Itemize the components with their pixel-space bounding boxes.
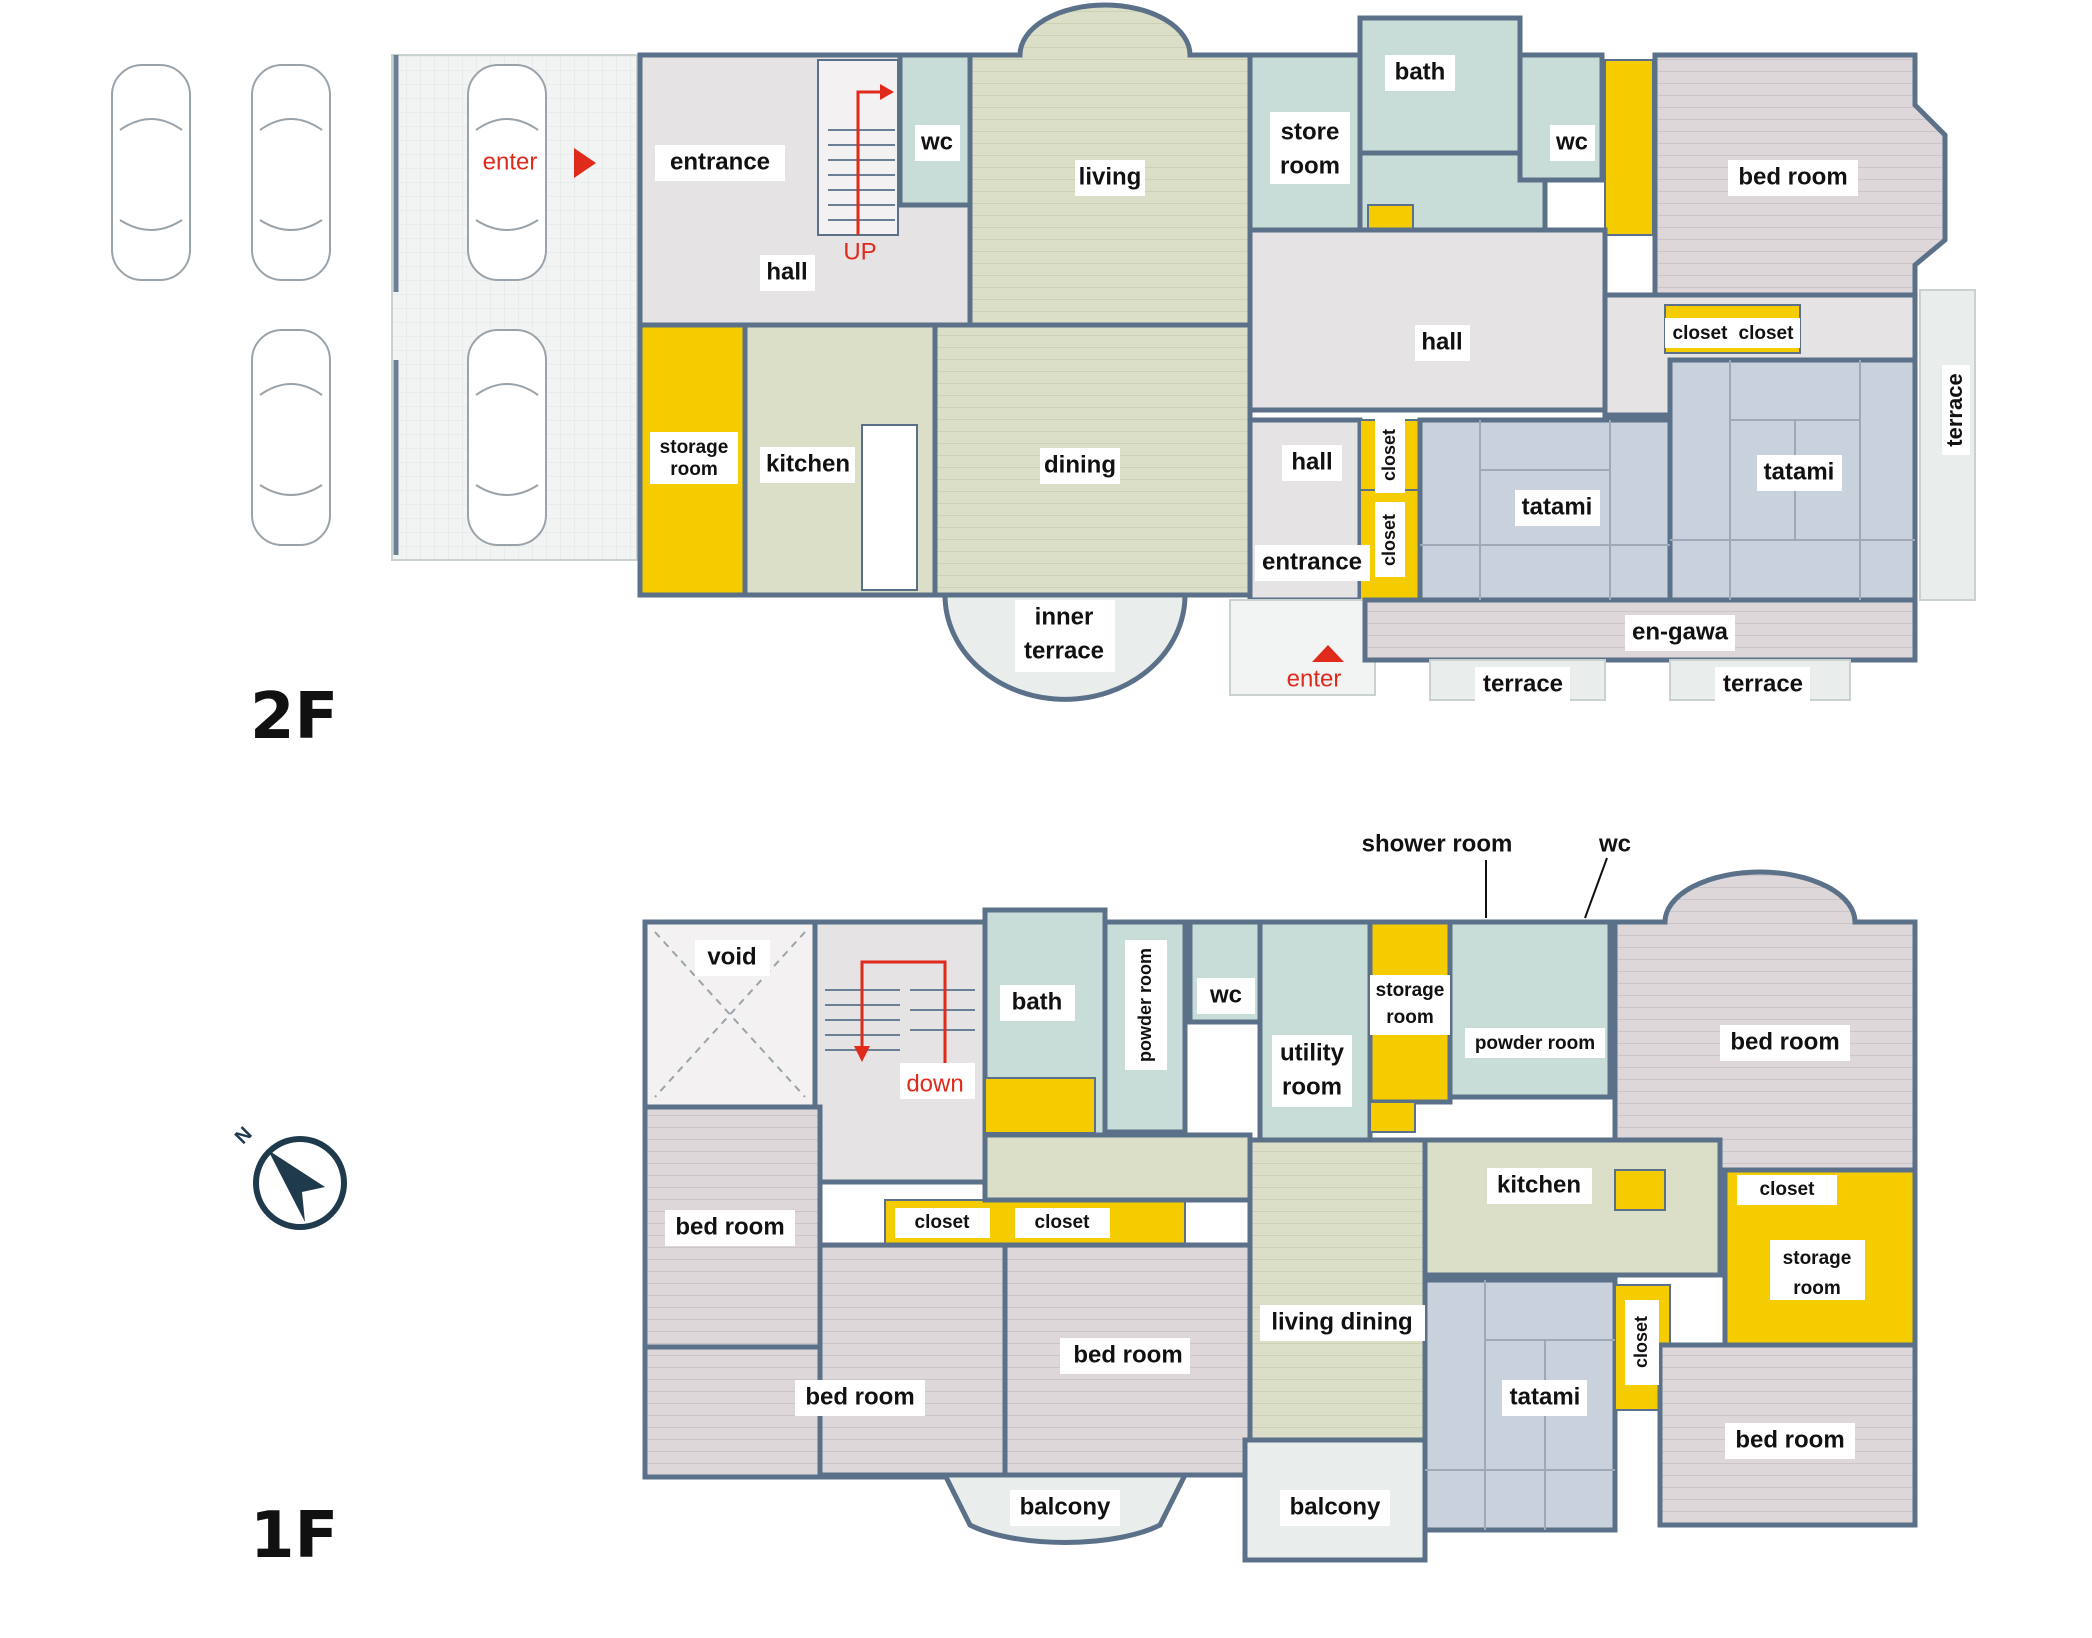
room-label-kitchen: kitchen <box>766 450 850 477</box>
room-label-tatami: tatami <box>1522 493 1593 520</box>
marker-up: UP <box>843 238 876 265</box>
enter-arrow-icon <box>1312 645 1344 662</box>
room-label-tatami: tatami <box>1510 1383 1581 1410</box>
compass-north-label: N <box>231 1123 257 1149</box>
room-label-closet: closet <box>1760 1179 1816 1200</box>
room-label-storage-room: room <box>670 459 718 480</box>
room-label-balcony: balcony <box>1020 1493 1111 1520</box>
room-label-powder-room: powder room <box>1475 1033 1595 1054</box>
room-label-storage-room: storage <box>660 437 729 458</box>
room-label-hall: hall <box>766 258 807 285</box>
room-label-hall: hall <box>1291 448 1332 475</box>
room-label-storage-room: storage <box>1376 980 1445 1001</box>
floor-label-2f: 2F <box>250 680 338 754</box>
marker-enter: enter <box>483 148 538 175</box>
room-label-entrance: entrance <box>670 148 770 175</box>
room-label-bed-room: bed room <box>1738 163 1847 190</box>
room-label-closet: closet <box>1379 429 1399 481</box>
enter-arrow-icon <box>574 148 596 178</box>
room-label-utility-room: room <box>1282 1073 1342 1100</box>
room-label-tatami: tatami <box>1764 458 1835 485</box>
room-label-bed-room: bed room <box>1730 1028 1839 1055</box>
room-label-kitchen: kitchen <box>1497 1171 1581 1198</box>
room-label-closet: closet <box>1739 323 1795 344</box>
room-label-terrace: terrace <box>1483 670 1563 697</box>
room-label-closet: closet <box>915 1212 971 1233</box>
room-label-terrace: terrace <box>1723 670 1803 697</box>
label-backgrounds <box>650 55 1970 701</box>
room-label-bath: bath <box>1012 988 1063 1015</box>
room-label-closet: closet <box>1035 1212 1091 1233</box>
room-label-wc: wc <box>920 128 953 155</box>
room-label-bed-room: bed room <box>1073 1341 1182 1368</box>
callout-wc: wc <box>1598 830 1631 857</box>
room-label-bed-room: bed room <box>805 1383 914 1410</box>
callout-shower-room: shower room <box>1362 830 1513 857</box>
room-label-terrace: terrace <box>1942 373 1967 446</box>
floor-1f-plan <box>642 869 1918 1563</box>
callout-leader-lines <box>1485 857 1608 919</box>
room-label-dining: dining <box>1044 451 1116 478</box>
room-label-wc: wc <box>1209 981 1242 1008</box>
room-label-bath: bath <box>1395 58 1446 85</box>
room-label-closet: closet <box>1379 514 1399 566</box>
marker-down: down <box>906 1070 963 1097</box>
room-label-en-gawa: en-gawa <box>1632 618 1729 645</box>
void-cross <box>654 931 806 1098</box>
room-label-closet: closet <box>1673 323 1729 344</box>
down-arrow-icon <box>854 960 947 1070</box>
stair-treads <box>828 129 895 221</box>
room-label-inner-terrace: terrace <box>1024 637 1104 664</box>
room-label-powder-room: powder room <box>1135 948 1155 1062</box>
room-label-store-room: store <box>1281 118 1340 145</box>
tatami-mat-lines <box>1420 360 1915 600</box>
car-windshield-icon <box>119 118 539 496</box>
room-label-inner-terrace: inner <box>1035 603 1094 630</box>
room-label-bed-room: bed room <box>1735 1426 1844 1453</box>
up-arrow-icon <box>856 84 894 235</box>
room-label-living-dining: living dining <box>1271 1308 1412 1335</box>
room-label-balcony: balcony <box>1290 1493 1381 1520</box>
room-label-storage-room: room <box>1793 1278 1841 1299</box>
floor-label-1f: 1F <box>250 1499 338 1573</box>
room-label-store-room: room <box>1280 152 1340 179</box>
label-backgrounds <box>665 940 1865 1526</box>
room-label-wc: wc <box>1555 128 1588 155</box>
room-label-hall: hall <box>1421 328 1462 355</box>
marker-enter: enter <box>1287 665 1342 692</box>
floor-2f-plan <box>637 2 1976 702</box>
room-label-entrance: entrance <box>1262 548 1362 575</box>
room-label-void: void <box>707 943 756 970</box>
room-label-living: living <box>1079 163 1142 190</box>
room-label-utility-room: utility <box>1280 1039 1345 1066</box>
room-label-storage-room: storage <box>1783 1248 1852 1269</box>
room-label-closet: closet <box>1631 1316 1651 1368</box>
room-label-storage-room: room <box>1386 1007 1434 1028</box>
tatami-mat-lines <box>1425 1280 1615 1530</box>
room-label-bed-room: bed room <box>675 1213 784 1240</box>
compass-icon: N <box>231 1123 347 1230</box>
